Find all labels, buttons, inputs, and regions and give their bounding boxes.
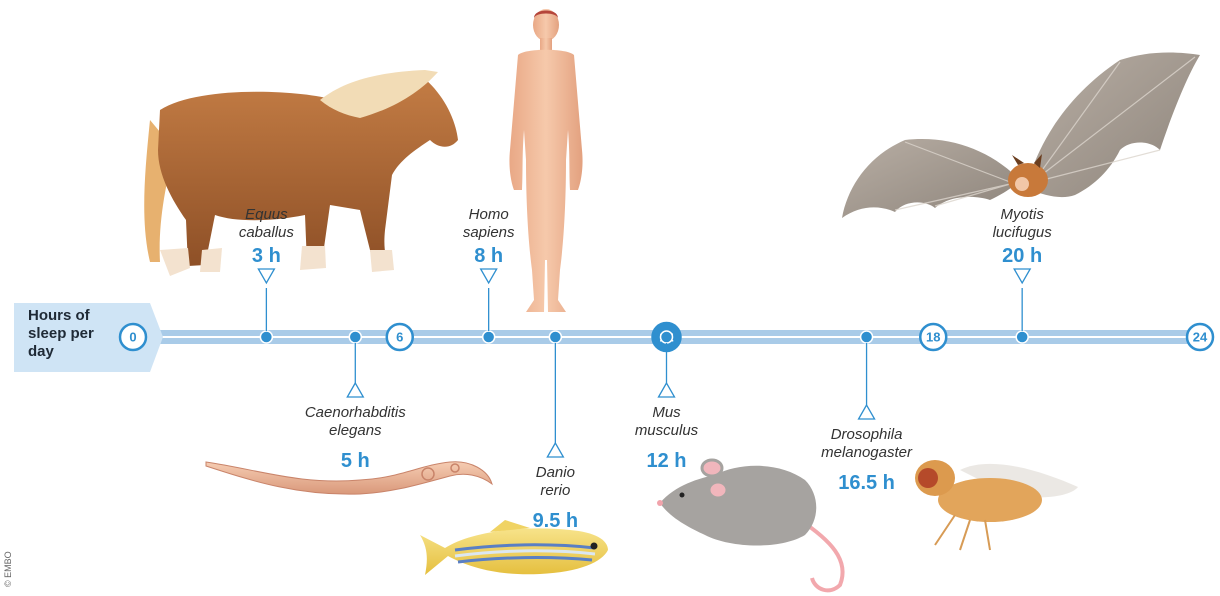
- species-pointer: [859, 405, 875, 419]
- species-name-line: rerio: [540, 482, 570, 499]
- species-pointer: [347, 383, 363, 397]
- species-name-line: lucifugus: [993, 224, 1053, 241]
- species-hours: 8 h: [474, 245, 503, 267]
- species-dot: [349, 331, 361, 343]
- mouse-illustration: [657, 460, 843, 590]
- species-name-line: musculus: [635, 422, 699, 439]
- species-pointer: [659, 383, 675, 397]
- species-dot: [861, 331, 873, 343]
- species-dot: [549, 331, 561, 343]
- human-illustration: [509, 9, 582, 312]
- species-dot: [1016, 331, 1028, 343]
- tick-6-label: 6: [396, 330, 403, 345]
- species-name-line: elegans: [329, 422, 382, 439]
- species-pointer: [547, 443, 563, 457]
- axis-label-line-3: day: [28, 343, 55, 360]
- fish-illustration: [420, 520, 608, 575]
- fly-illustration: [915, 460, 1078, 550]
- credit-text: © EMBO: [3, 551, 13, 587]
- species-name-line: Caenorhabditis: [305, 404, 406, 421]
- axis-label-line-2: sleep per: [28, 325, 94, 342]
- species-name-line: melanogaster: [821, 444, 913, 461]
- axis-label-line-1: Hours of: [28, 307, 91, 324]
- species-hours: 12 h: [646, 450, 686, 472]
- species-pointer: [481, 269, 497, 283]
- tick-18-label: 18: [926, 330, 940, 345]
- species-pointer: [1014, 269, 1030, 283]
- species-hours: 9.5 h: [533, 510, 579, 532]
- species-name-line: Equus: [245, 206, 288, 223]
- species-dot: [483, 331, 495, 343]
- tick-24-label: 24: [1193, 330, 1208, 345]
- tick-0-label: 0: [129, 330, 136, 345]
- species-name-line: Danio: [536, 464, 575, 481]
- species-name-line: Homo: [469, 206, 509, 223]
- species-hours: 20 h: [1002, 245, 1042, 267]
- species-hours: 3 h: [252, 245, 281, 267]
- species-name-line: Myotis: [1000, 206, 1044, 223]
- species-dot: [260, 331, 272, 343]
- species-pointer: [258, 269, 274, 283]
- bat-illustration: [842, 53, 1200, 218]
- species-dot: [661, 331, 673, 343]
- species-hours: 16.5 h: [838, 472, 895, 494]
- horse-illustration: [144, 70, 458, 276]
- species-name-line: sapiens: [463, 224, 515, 241]
- species-name-line: Mus: [652, 404, 681, 421]
- species-name-line: Drosophila: [831, 426, 903, 443]
- species-hours: 5 h: [341, 450, 370, 472]
- species-name-line: caballus: [239, 224, 295, 241]
